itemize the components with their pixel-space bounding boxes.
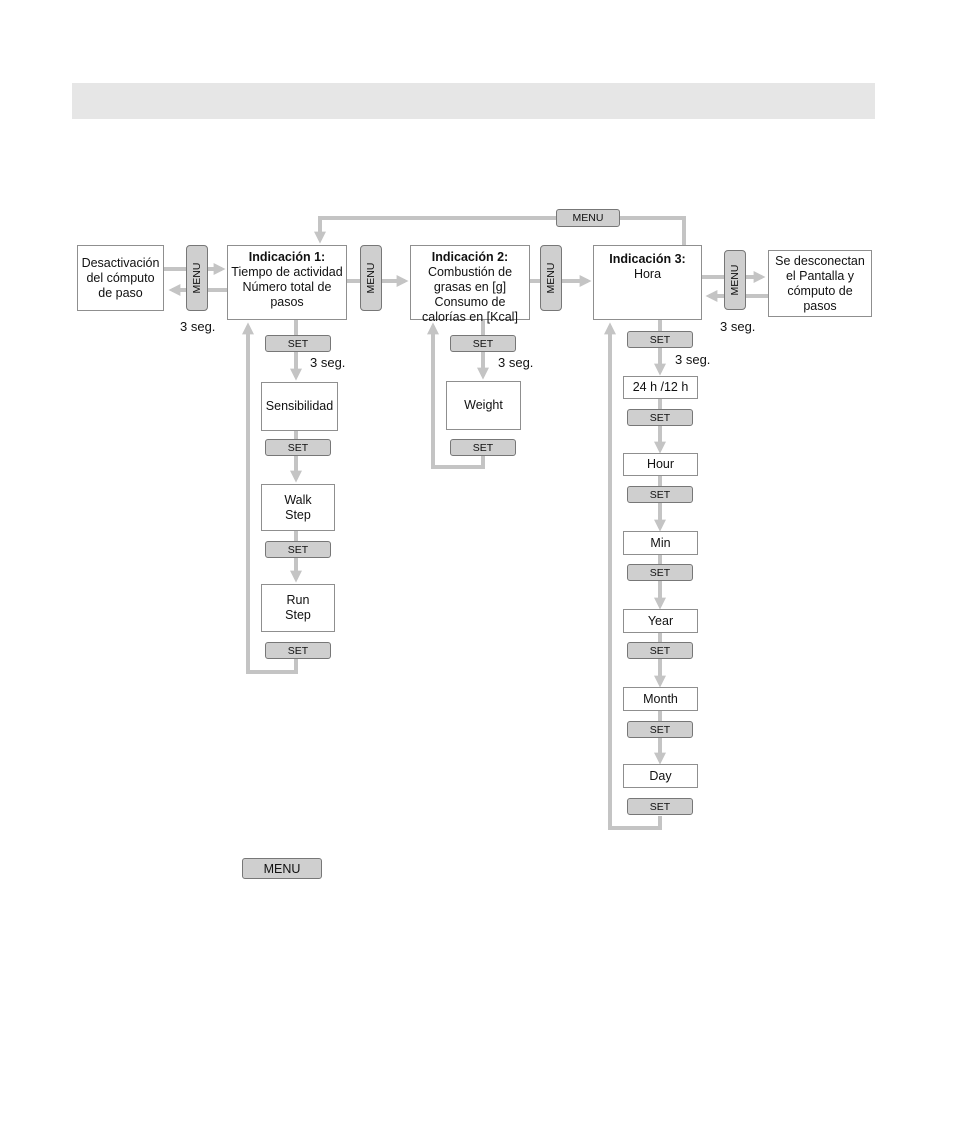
- delay-label-col2: 3 seg.: [498, 355, 534, 370]
- menu-button-loop[interactable]: MENU: [556, 209, 620, 227]
- arrow-day-back: [604, 322, 662, 830]
- time-setting-month: Month: [643, 691, 678, 706]
- ind3-line-1: Hora: [633, 267, 662, 281]
- sensibilidad-label: Sensibilidad: [265, 399, 334, 413]
- deactivation-line-1: Desactivación: [81, 255, 160, 270]
- disconnect-line-1: Se desconectan: [775, 253, 865, 268]
- run-step-line-1: Run: [286, 593, 310, 607]
- arrow-run-back: [242, 322, 298, 674]
- walk-step-line-1: Walk: [284, 492, 312, 507]
- run-step-line-2: Step: [285, 608, 311, 622]
- ind2-line-1: Combustión de: [427, 265, 513, 279]
- set-button-run-step[interactable]: SET: [265, 642, 331, 659]
- ind2-line-3: Consumo de: [434, 295, 506, 309]
- time-setting-hour: Hour: [646, 457, 675, 471]
- time-setting-year: Year: [647, 613, 674, 628]
- box-run-step: Run Step: [261, 584, 335, 632]
- deactivation-line-3: de paso: [98, 285, 143, 300]
- ind2-line-4: calorías en [Kcal]: [422, 310, 518, 324]
- weight-label: Weight: [464, 398, 503, 412]
- time-setting-min: Min: [650, 535, 671, 550]
- set-button-walk-step[interactable]: SET: [265, 541, 331, 558]
- box-month: Month: [623, 687, 698, 711]
- box-indication-1: Indicación 1: Tiempo de actividad Número…: [227, 245, 347, 320]
- set-button-min[interactable]: SET: [627, 564, 693, 581]
- walk-step-line-2: Step: [285, 507, 311, 522]
- menu-button-ind1-ind2[interactable]: MENU: [360, 245, 382, 311]
- ind1-line-3: pasos: [270, 295, 304, 309]
- set-button-weight[interactable]: SET: [450, 439, 516, 456]
- box-sensibilidad: Sensibilidad: [261, 382, 338, 431]
- set-button-ind2[interactable]: SET: [450, 335, 516, 352]
- box-indication-3: Indicación 3: Hora: [593, 245, 702, 320]
- disconnect-line-2: el Pantalla y: [785, 268, 855, 283]
- delay-label-right: 3 seg.: [720, 319, 756, 334]
- set-button-ind1[interactable]: SET: [265, 335, 331, 352]
- box-hour: Hour: [623, 453, 698, 476]
- box-day: Day: [623, 764, 698, 788]
- menu-button-ind2-ind3[interactable]: MENU: [540, 245, 562, 311]
- delay-label-left: 3 seg.: [180, 319, 216, 334]
- header-bar: [72, 83, 875, 119]
- delay-label-col3: 3 seg.: [675, 352, 711, 367]
- box-walk-step: Walk Step: [261, 484, 335, 531]
- set-button-day[interactable]: SET: [627, 798, 693, 815]
- ind3-title: Indicación 3:: [609, 252, 686, 266]
- deactivation-line-2: del cómputo: [86, 270, 155, 285]
- box-indication-2: Indicación 2: Combustión de grasas en [g…: [410, 245, 530, 324]
- disconnect-line-4: pasos: [803, 298, 837, 313]
- ind1-line-2: Número total de: [242, 280, 332, 294]
- menu-button-ind1-left[interactable]: MENU: [186, 245, 208, 311]
- box-deactivation: Desactivación del cómputo de paso: [77, 245, 164, 311]
- disconnect-line-3: cómputo de: [787, 283, 853, 298]
- set-button-hour[interactable]: SET: [627, 486, 693, 503]
- menu-button-ind3-right[interactable]: MENU: [724, 250, 746, 310]
- set-button-sensibilidad[interactable]: SET: [265, 439, 331, 456]
- arrow-menu-loop: [314, 216, 686, 248]
- arrow-weight-back: [427, 322, 485, 469]
- delay-label-col1: 3 seg.: [310, 355, 346, 370]
- ind1-title: Indicación 1:: [248, 250, 326, 264]
- box-weight: Weight: [446, 381, 521, 430]
- menu-button-standalone[interactable]: MENU: [242, 858, 322, 879]
- set-button-month[interactable]: SET: [627, 721, 693, 738]
- ind2-title: Indicación 2:: [431, 250, 509, 264]
- ind2-line-2: grasas en [g]: [433, 280, 507, 294]
- ind1-line-1: Tiempo de actividad: [231, 265, 343, 279]
- set-button-24h[interactable]: SET: [627, 409, 693, 426]
- box-min: Min: [623, 531, 698, 555]
- box-disconnect: Se desconectan el Pantalla y cómputo de …: [768, 250, 872, 317]
- time-setting-day: Day: [649, 768, 672, 783]
- box-year: Year: [623, 609, 698, 633]
- set-button-year[interactable]: SET: [627, 642, 693, 659]
- box-24h-12h: 24 h /12 h: [623, 376, 698, 399]
- set-button-ind3[interactable]: SET: [627, 331, 693, 348]
- time-setting-24h: 24 h /12 h: [632, 380, 689, 394]
